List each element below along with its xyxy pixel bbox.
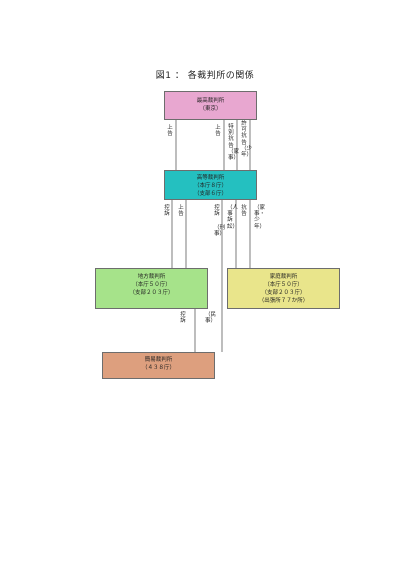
court-detail: （本庁５０庁） (132, 282, 171, 288)
court-detail: （４３８庁） (141, 365, 175, 371)
edge-label: （人事訴訟） (227, 205, 239, 230)
edge-label: 控訴 (180, 312, 186, 325)
court-detail: （東京） (199, 106, 222, 112)
diagram-title: 図1 ： 各裁判所の関係 (155, 71, 255, 81)
supreme-court-box: 最高裁判所 （東京） (164, 91, 257, 120)
high-court-box: 高等裁判所 （本庁８庁） （支部６庁） (164, 170, 257, 200)
court-detail: （支部６庁） (193, 191, 227, 197)
edge-label: 上告 (215, 125, 221, 138)
edge-label: （家事・少年） (254, 205, 266, 230)
district-court-box: 地方裁判所 （本庁５０庁） （支部２０３庁） (95, 268, 208, 309)
edge-label: （刑事） (214, 225, 226, 238)
court-detail: （本庁５０庁） (264, 282, 303, 288)
edge-label: 上告 (178, 205, 184, 218)
edge-label: 控訴 (164, 205, 170, 218)
edge-label: （民事） (205, 312, 217, 325)
court-name: 最高裁判所 (196, 98, 225, 104)
court-name: 簡易裁判所 (144, 357, 173, 363)
court-detail: （出張所７７か所） (258, 298, 309, 304)
edge-label: 特別抗告（家事） (228, 124, 240, 162)
court-name: 高等裁判所 (196, 175, 225, 181)
edge-label: 許可抗告（少年） (241, 121, 253, 159)
edge-label: 上告 (167, 125, 173, 138)
edge-label: 抗告 (241, 205, 247, 218)
summary-court-box: 簡易裁判所 （４３８庁） (102, 352, 215, 379)
court-detail: （支部２０３庁） (129, 290, 174, 296)
court-detail: （本庁８庁） (193, 183, 227, 189)
family-court-box: 家庭裁判所 （本庁５０庁） （支部２０３庁） （出張所７７か所） (227, 268, 340, 309)
court-detail: （支部２０３庁） (261, 290, 306, 296)
court-name: 家庭裁判所 (269, 274, 298, 280)
court-name: 地方裁判所 (137, 274, 166, 280)
edge-label: 控訴 (214, 205, 220, 218)
